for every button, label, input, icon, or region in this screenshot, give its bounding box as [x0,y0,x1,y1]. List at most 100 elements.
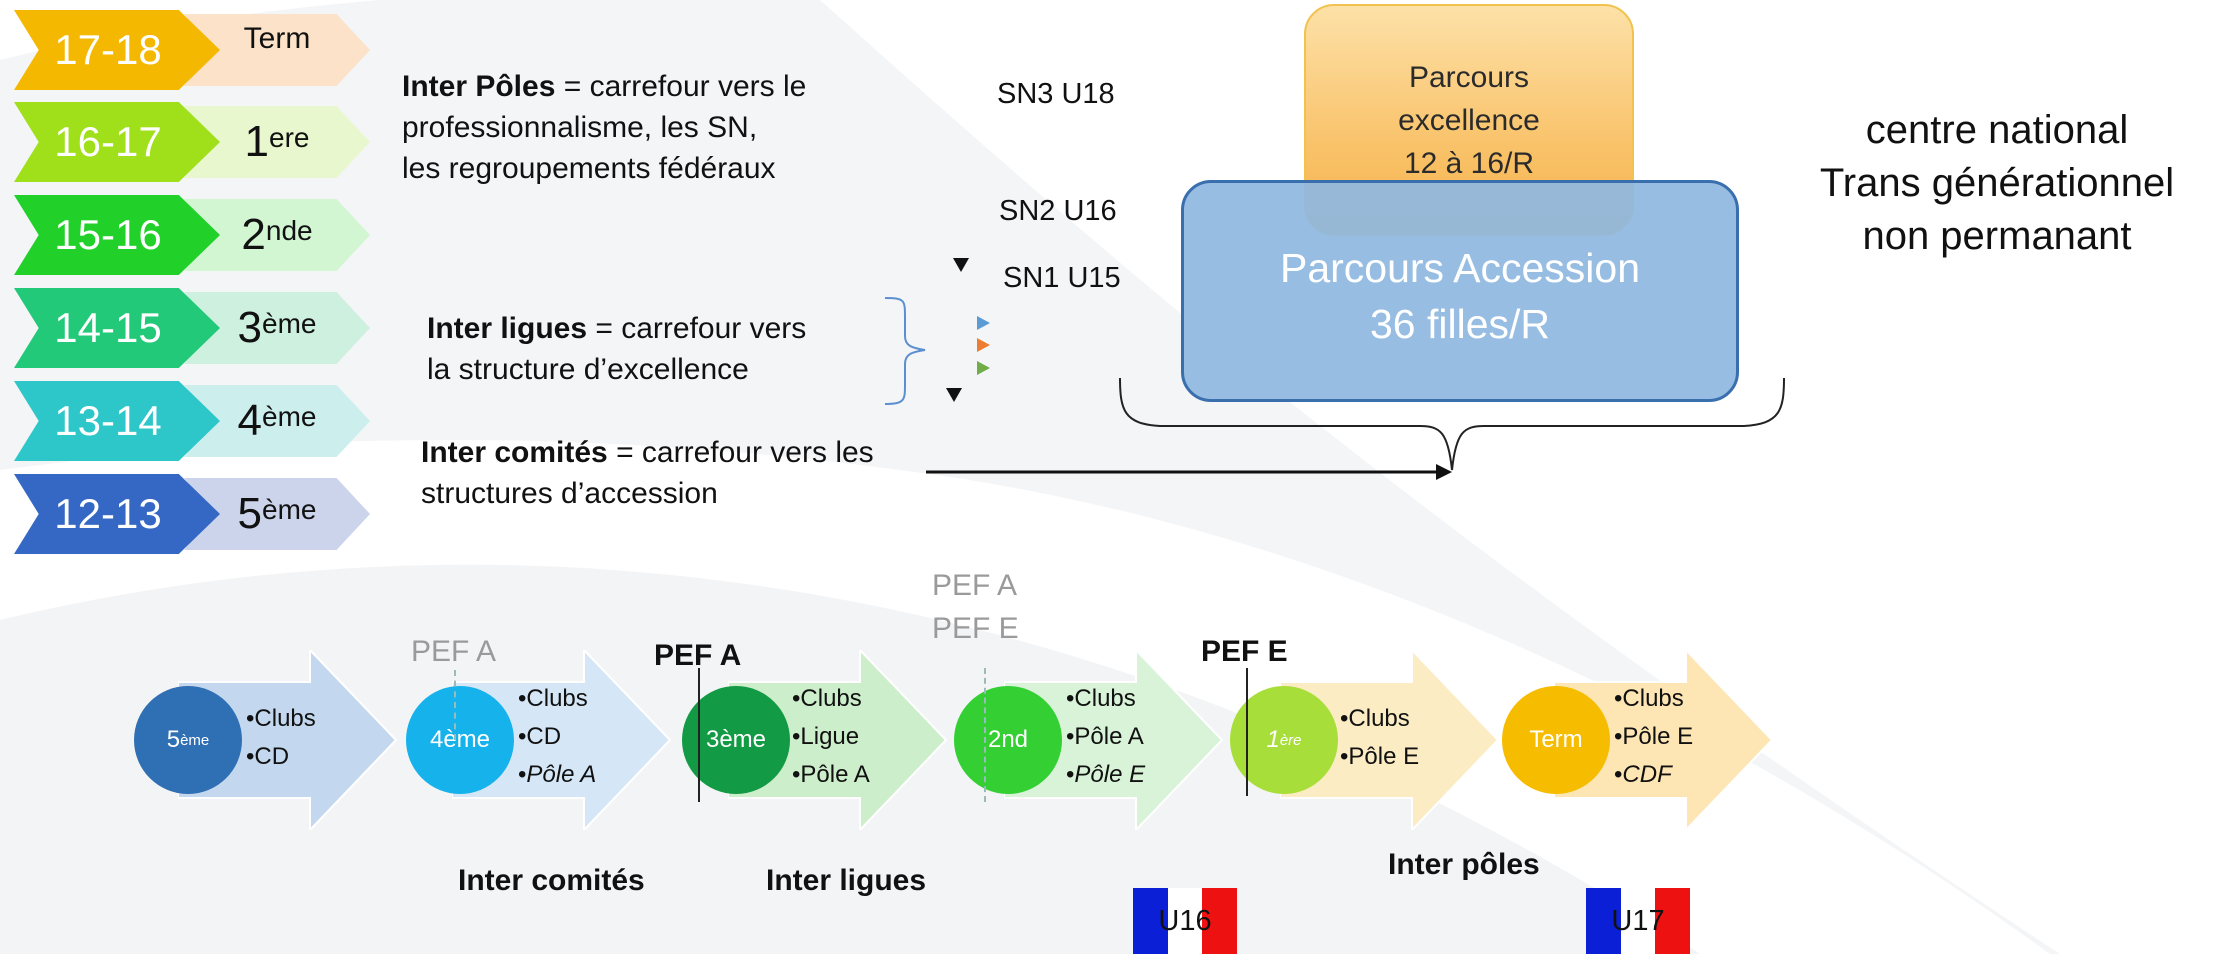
flow-structure-label: Clubs [526,685,588,712]
bullet-icon: • [246,743,255,770]
bullet-icon: • [518,723,527,750]
flow-structure-list: •Clubs•Pôle A•Pôle E [1066,680,1145,794]
inter-comites-rest: = carrefour vers les [607,436,874,469]
inter-poles-line3: les regroupements fédéraux [402,152,776,185]
bullet-green-icon [977,361,990,375]
bullet-icon: • [792,685,801,712]
parcours-excellence-line1: Parcours [1408,61,1530,94]
flow-structure-label: CD [254,743,290,770]
grade-class-suffix: ème [262,308,317,339]
flag-u16-label: U16 [1158,904,1212,937]
inter-ligues-rest: = carrefour vers [587,312,807,345]
flow-structure-item: •Clubs [1340,700,1419,738]
inter-poles-term: Inter Pôles [402,70,556,103]
bullet-blue-icon [977,316,990,330]
flow-grade-circle: 4ème [406,686,514,794]
centre-line1: centre national [1865,108,2129,152]
inter-ligues-line2: la structure d’excellence [427,353,749,386]
sn2-label: SN2 U16 [999,195,1117,227]
inter-ligues-label: Inter ligues [766,864,927,897]
flow-arrow [1554,650,1774,830]
centre-line2: Trans générationnel [1819,161,2175,205]
flow-structure-label: Clubs [1348,705,1410,732]
pef-a-bold-label: PEF A [654,639,742,672]
flow-structure-item: •Pôle A [1066,718,1145,756]
flow-structure-item: •Clubs [246,700,316,738]
flow-structure-label: Ligue [800,723,860,750]
flow-grade-suffix: ème [180,731,210,749]
flag-u17-red [1655,888,1691,954]
flow-grade-label: 5 [166,726,181,753]
flow-structure-label: Pôle A [800,761,870,788]
inter-poles-description: Inter Pôles = carrefour vers le professi… [402,66,806,189]
bullet-icon: • [1066,685,1075,712]
flow-structure-item: •Pôle A [792,756,870,794]
flag-u16: U16 [1133,888,1238,954]
grade-age-chevron: 15-16 [14,195,220,275]
flow-structure-label: Clubs [1074,685,1136,712]
flag-u17-white [1620,888,1656,954]
bullet-icon: • [792,761,801,788]
inter-ligues-term: Inter ligues [427,312,588,345]
grade-class-label: 1 [244,117,269,166]
flag-u16-red [1202,888,1238,954]
flow-structure-item: •CD [246,738,316,776]
flow-grade-label: 4ème [429,726,491,753]
sn1-label: SN1 U15 [1003,262,1121,294]
flow-structure-list: •Clubs•Ligue•Pôle A [792,680,870,794]
flag-u17-blue [1586,888,1621,954]
flow-structure-label: Pôle E [1074,761,1146,788]
flag-u17: U17 [1586,888,1691,954]
flag-u16-blue [1133,888,1168,954]
flow-arrow [178,650,398,830]
inter-poles-line2: professionnalisme, les SN, [402,111,758,144]
grade-class-suffix: nde [265,215,313,246]
bullet-icon: • [246,705,255,732]
grade-class-suffix: ème [262,494,317,525]
flow-structure-item: •Ligue [792,718,870,756]
bullet-icon: • [792,723,801,750]
inter-comites-line2: structures d’accession [421,477,718,510]
grade-age-chevron: 13-14 [14,381,220,461]
pef-e-bold-label: PEF E [1201,635,1288,668]
flow-structure-label: Pôle A [526,761,597,788]
flow-grade-label: Term [1529,726,1583,753]
centre-national-text: centre national Trans générationnel non … [1780,104,2214,263]
flow-structure-label: Clubs [1622,685,1684,712]
flow-structure-list: •Clubs•CD•Pôle A [518,680,596,794]
flow-grade-label: 2nd [987,726,1029,753]
flow-grade-label: 1 [1266,726,1280,753]
flow-structure-item: •Pôle A [518,756,596,794]
bullet-icon: • [1340,705,1349,732]
bullet-icon: • [1614,685,1623,712]
flow-structure-list: •Clubs•Pôle E•CDF [1614,680,1693,794]
grade-class-suffix: ere [269,122,310,153]
grade-class-label: 2 [241,210,266,259]
flow-grade-suffix: ère [1279,731,1302,749]
pef-grey2-line2: PEF E [932,612,1019,645]
grade-age-chevron: 17-18 [14,10,220,90]
inter-comites-label: Inter comités [458,864,645,897]
bullet-icon: • [1066,723,1075,750]
grade-class-label: 3 [237,303,262,352]
parcours-excellence-line3: 12 à 16/R [1403,147,1535,180]
bullet-icon: • [518,761,527,788]
parcours-excellence-line2: excellence [1398,104,1540,137]
bullet-orange-icon [977,338,990,352]
flag-u17-label: U17 [1611,904,1665,937]
flow-structure-label: Pôle E [1622,723,1694,750]
divider-dashed-4eme [454,670,456,740]
flow-arrow [1280,650,1500,830]
flow-arrow [1004,650,1224,830]
centre-line3: non permanant [1862,214,2132,258]
triangle-down-icon-bottom [946,388,962,402]
flow-grade-label: 3ème [705,726,767,753]
parcours-accession-text: Parcours Accession 36 filles/R [1181,240,1739,352]
bullet-icon: • [1614,723,1623,750]
flow-structure-label: Clubs [800,685,862,712]
inter-comites-description: Inter comités = carrefour vers les struc… [421,432,874,514]
flow-structure-item: •CD [518,718,596,756]
